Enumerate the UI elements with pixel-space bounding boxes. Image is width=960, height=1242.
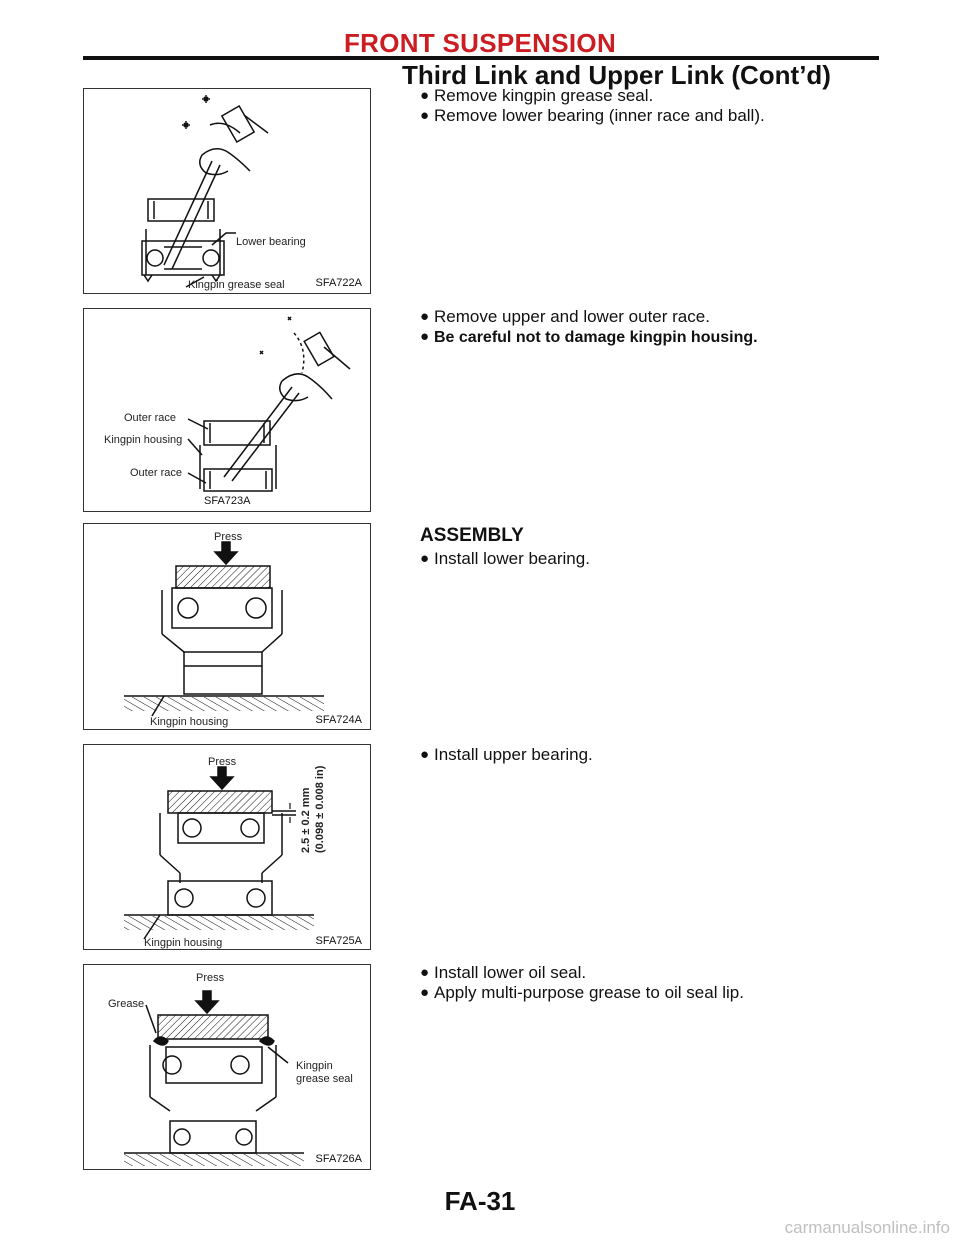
label-grease: Grease <box>108 998 145 1010</box>
list-item: ●Install lower bearing. <box>420 549 590 568</box>
step-list-oil-seal: ●Install lower oil seal. ●Apply multi-pu… <box>420 963 880 1003</box>
figure-code: SFA724A <box>315 714 362 726</box>
page-title: Third Link and Upper Link (Cont’d) <box>402 60 831 90</box>
figure-sfa726a-drawing <box>124 990 304 1166</box>
label-lower-bearing: Lower bearing <box>236 236 306 248</box>
label-dimension-mm: 2.5 ± 0.2 mm <box>300 787 312 853</box>
figure-sfa725a: Press Kingpin housing 2.5 ± 0.2 mm (0.09… <box>83 744 371 950</box>
label-outer-race-top: Outer race <box>124 412 176 424</box>
bullet-icon: ● <box>420 107 430 124</box>
label-kingpin-housing: Kingpin housing <box>104 434 183 446</box>
label-outer-race-bottom: Outer race <box>130 467 182 479</box>
figure-sfa725a-drawing <box>124 766 314 940</box>
bullet-icon: ● <box>420 328 430 345</box>
label-kingpin: Kingpin <box>296 1060 333 1072</box>
label-kingpin-housing: Kingpin housing <box>150 716 229 728</box>
label-press: Press <box>208 756 237 768</box>
section-title: FRONT SUSPENSION <box>343 28 617 58</box>
label-kingpin-housing: Kingpin housing <box>144 937 223 949</box>
list-item: ●Remove upper and lower outer race. <box>420 307 710 326</box>
figure-sfa724a-drawing <box>124 541 324 717</box>
figure-code: SFA722A <box>315 277 362 289</box>
caution-item: ●Be careful not to damage kingpin housin… <box>420 328 758 346</box>
watermark: carmanualsonline.info <box>784 1218 950 1237</box>
figure-sfa722a: Lower bearing Kingpin grease seal SFA722… <box>83 88 371 294</box>
list-item: ●Install upper bearing. <box>420 745 593 764</box>
step-list-install-lower: ●Install lower bearing. <box>420 549 880 569</box>
figure-sfa723a-drawing <box>187 316 351 492</box>
label-press: Press <box>214 531 243 543</box>
page-number: FA-31 <box>444 1186 516 1216</box>
bullet-icon: ● <box>420 984 430 1001</box>
step-list-remove-bearing: ●Remove kingpin grease seal. ●Remove low… <box>420 86 880 126</box>
figure-sfa722a-drawing <box>141 95 269 288</box>
figure-sfa726a: Press Grease Kingpin grease seal SFA726A <box>83 964 371 1170</box>
list-item: ●Apply multi-purpose grease to oil seal … <box>420 983 744 1002</box>
bullet-icon: ● <box>420 87 430 104</box>
bullet-icon: ● <box>420 964 430 981</box>
bullet-icon: ● <box>420 550 430 567</box>
bullet-icon: ● <box>420 746 430 763</box>
figure-code: SFA725A <box>315 935 362 947</box>
step-list-install-upper: ●Install upper bearing. <box>420 745 880 765</box>
step-list-remove-race: ●Remove upper and lower outer race. ●Be … <box>420 307 880 348</box>
label-kingpin-grease-seal: Kingpin grease seal <box>188 279 285 291</box>
label-press: Press <box>196 972 225 984</box>
label-dimension-in: (0.098 ± 0.008 in) <box>314 765 326 853</box>
label-grease-seal: grease seal <box>296 1073 353 1085</box>
list-item: ●Remove kingpin grease seal. <box>420 86 654 105</box>
bullet-icon: ● <box>420 308 430 325</box>
list-item: ●Install lower oil seal. <box>420 963 587 982</box>
header-rule <box>83 56 879 60</box>
figure-code: SFA726A <box>315 1153 362 1165</box>
figure-sfa723a: Outer race Kingpin housing Outer race SF… <box>83 308 371 512</box>
figure-sfa724a: Press Kingpin housing SFA724A <box>83 523 371 730</box>
assembly-heading: ASSEMBLY <box>420 525 524 546</box>
figure-code: SFA723A <box>204 495 251 507</box>
list-item: ●Remove lower bearing (inner race and ba… <box>420 106 765 125</box>
